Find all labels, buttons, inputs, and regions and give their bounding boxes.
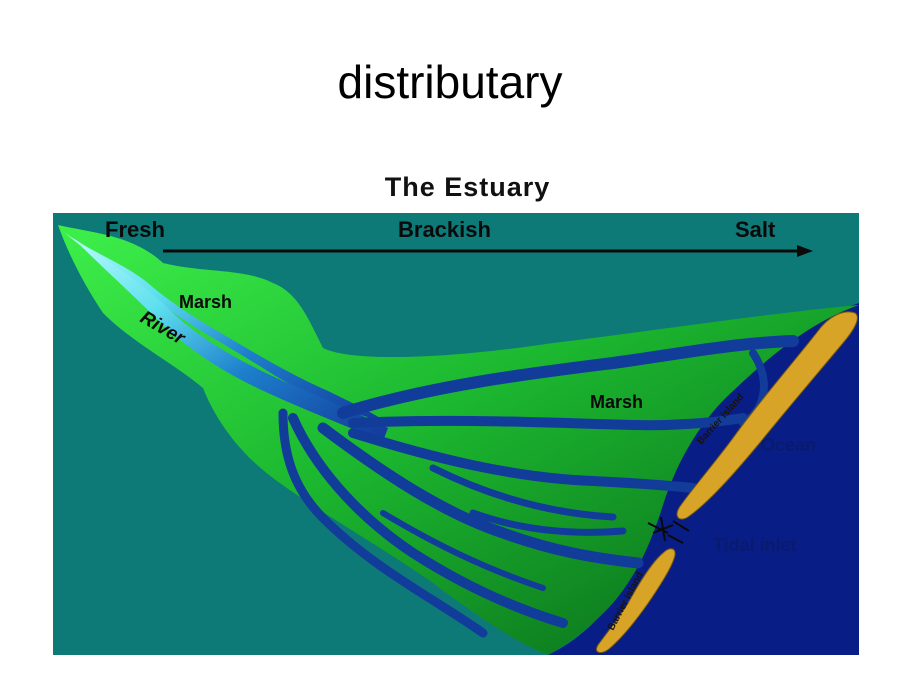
distributary-channels: [278, 335, 799, 638]
barrier-island-lower: [595, 548, 676, 653]
label-tidal-inlet: Tidal inlet: [713, 535, 797, 555]
diagram-title: The Estuary: [384, 172, 551, 202]
label-brackish: Brackish: [398, 217, 491, 242]
tidal-inlet-marks: [647, 516, 690, 544]
barrier-island-upper: [676, 311, 858, 520]
label-salt: Salt: [735, 217, 776, 242]
label-fresh: Fresh: [105, 217, 165, 242]
label-ocean: Ocean: [761, 435, 816, 455]
salinity-arrow: [163, 245, 813, 257]
estuary-diagram: Fresh Brackish Salt Marsh River Marsh Ba…: [53, 213, 859, 655]
label-marsh-upper: Marsh: [179, 292, 232, 312]
marsh-area: [58, 225, 859, 655]
slide-title: distributary: [337, 56, 563, 108]
label-marsh-lower: Marsh: [590, 392, 643, 412]
